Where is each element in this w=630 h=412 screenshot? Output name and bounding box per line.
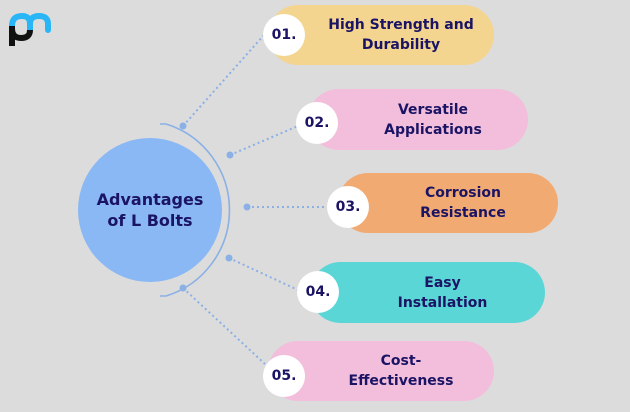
advantage-item-2: Versatile Applications — [308, 89, 528, 150]
advantage-label: Easy Installation — [397, 274, 488, 311]
number-badge: 03. — [327, 186, 369, 228]
advantage-label: Cost- Effectiveness — [348, 353, 454, 389]
number-badge: 04. — [297, 271, 339, 313]
advantage-label: Corrosion Resistance — [420, 185, 506, 221]
number-badge: 01. — [263, 14, 305, 56]
advantage-label: High Strength and Durability — [328, 17, 474, 53]
advantage-item-3: Corrosion Resistance — [338, 173, 558, 233]
central-hub: Advantages of L Bolts — [78, 138, 222, 282]
advantage-item-4: Easy Installation — [310, 262, 545, 323]
pm-logo-icon — [9, 12, 51, 46]
advantage-item-1: High Strength and Durability — [268, 5, 494, 65]
number-badge: 02. — [296, 102, 338, 144]
hub-title: Advantages of L Bolts — [96, 190, 204, 230]
advantage-item-5: Cost- Effectiveness — [268, 341, 494, 401]
number-badge: 05. — [263, 355, 305, 397]
advantage-label: Versatile Applications — [384, 101, 482, 138]
